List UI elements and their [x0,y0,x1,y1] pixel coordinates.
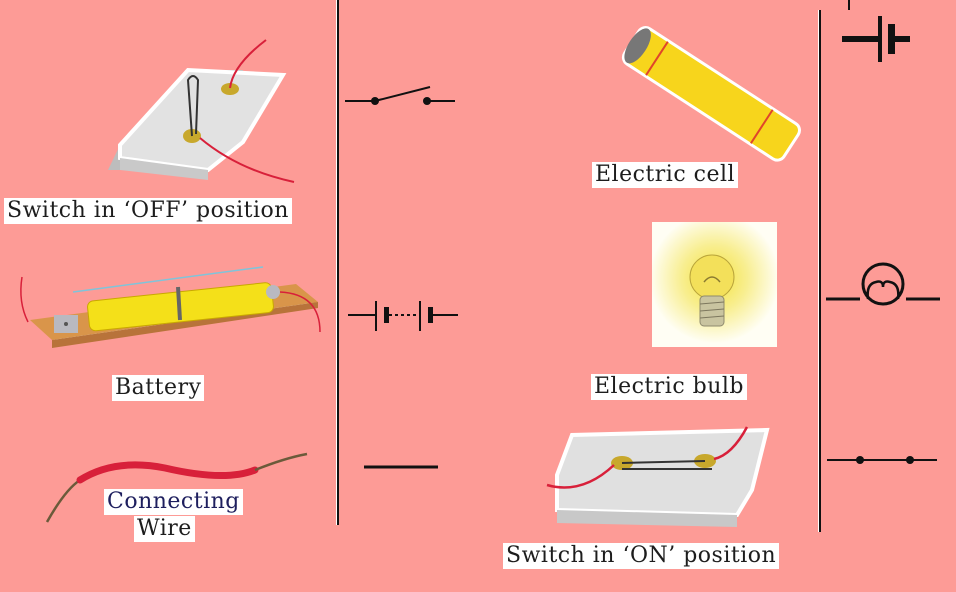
wire-drawing [45,452,308,523]
switch-off-drawing [108,39,295,183]
battery-drawing [20,266,321,348]
top-tick-mark [848,0,850,10]
switch-off-illustration [108,30,308,185]
cell-symbol [842,16,910,62]
switch-on-illustration [542,415,770,535]
bulb-drawing [689,254,735,327]
closed-switch-symbol [827,456,937,464]
switch-on-drawing [546,426,770,527]
bulb-illustration [652,222,777,347]
cell-drawing [621,26,802,162]
wire-illustration [35,440,320,530]
battery-symbol [348,301,458,331]
open-switch-symbol [345,86,455,105]
wire-symbol [364,465,438,469]
bulb-label: Electric bulb [591,374,748,400]
battery-illustration [8,262,328,362]
wire-label-line1: Connecting [104,489,243,515]
switch-off-label: Switch in ‘OFF’ position [4,198,292,224]
left-column-divider [336,0,339,525]
cell-illustration [612,26,812,162]
wire-label-line2: Wire [134,516,195,542]
right-column-divider [818,10,821,532]
cell-label: Electric cell [592,162,739,188]
battery-label: Battery [112,375,205,401]
switch-on-label: Switch in ‘ON’ position [503,543,780,569]
bulb-symbol [826,262,940,306]
